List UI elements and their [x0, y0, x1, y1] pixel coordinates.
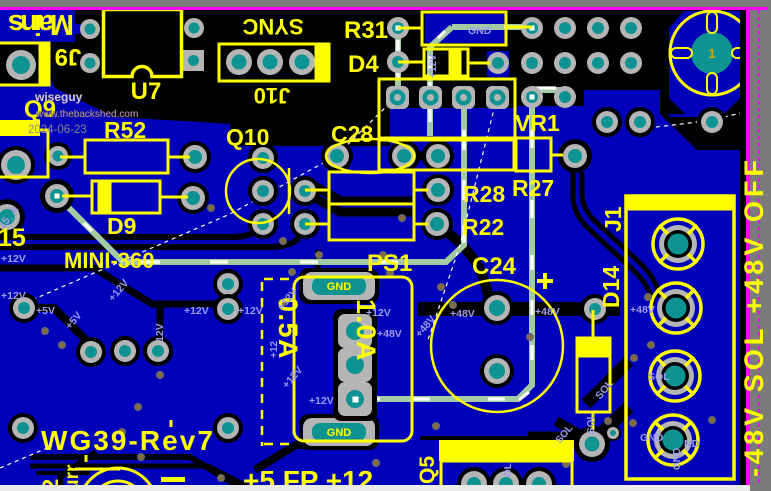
svg-text:SYNC: SYNC — [242, 14, 303, 39]
svg-text:+12V: +12V — [309, 395, 334, 407]
svg-text:+48V: +48V — [630, 304, 655, 316]
svg-text:J9: J9 — [55, 43, 82, 70]
svg-text:2024-06-23: 2024-06-23 — [28, 124, 87, 136]
svg-text:C24: C24 — [472, 253, 517, 280]
svg-text:+12: +12 — [269, 341, 280, 358]
svg-text:PS1: PS1 — [367, 250, 412, 277]
svg-text:R52: R52 — [104, 117, 146, 143]
svg-text:+48V: +48V — [535, 306, 560, 318]
svg-text:12V: 12V — [154, 323, 166, 342]
svg-text:J1: J1 — [600, 206, 626, 232]
svg-text:R22: R22 — [462, 214, 504, 240]
svg-text:J10: J10 — [254, 83, 291, 108]
svg-text:+48V: +48V — [450, 308, 475, 320]
svg-text:GND: GND — [327, 427, 352, 439]
svg-text:D4: D4 — [348, 51, 379, 78]
svg-text:+12V: +12V — [238, 305, 263, 317]
svg-text:D9: D9 — [107, 213, 136, 239]
svg-text:Q5: Q5 — [416, 456, 439, 484]
svg-text:MINI-360: MINI-360 — [64, 248, 154, 273]
svg-text:1.0A: 1.0A — [351, 299, 381, 362]
svg-text:-48V SOL +48V OFF: -48V SOL +48V OFF — [739, 160, 769, 477]
svg-text:+12V: +12V — [366, 307, 391, 319]
svg-text:R27: R27 — [512, 175, 554, 201]
svg-text:U7: U7 — [131, 78, 162, 105]
svg-text:GND: GND — [640, 432, 664, 444]
svg-text:R31: R31 — [344, 17, 388, 44]
svg-text:+48V: +48V — [377, 328, 402, 340]
svg-text:+12V: +12V — [1, 290, 26, 302]
svg-text:ND: ND — [684, 438, 700, 450]
svg-text:R28: R28 — [463, 181, 505, 207]
svg-text:+5V: +5V — [36, 305, 55, 317]
svg-text:GND: GND — [468, 25, 492, 37]
svg-text:+12V: +12V — [184, 305, 209, 317]
svg-text:+12V: +12V — [1, 253, 26, 265]
svg-text:C28: C28 — [331, 121, 373, 147]
svg-text:Mains: Mains — [8, 8, 74, 40]
svg-text:15: 15 — [0, 224, 26, 252]
svg-text:SOL: SOL — [586, 413, 597, 434]
svg-text:1: 1 — [708, 46, 715, 61]
svg-text:VR1: VR1 — [515, 110, 560, 136]
svg-text:GND: GND — [327, 281, 352, 293]
svg-text:wiseguy: wiseguy — [34, 90, 83, 104]
svg-text:D14: D14 — [598, 266, 624, 308]
svg-text:Q9: Q9 — [24, 96, 56, 123]
svg-text:0.5A: 0.5A — [273, 297, 303, 360]
svg-text:www.thebackshed.com: www.thebackshed.com — [35, 109, 138, 120]
svg-text:OL: OL — [503, 463, 514, 477]
svg-text:Q10: Q10 — [226, 124, 269, 150]
svg-text:SOL: SOL — [648, 371, 670, 383]
svg-text:urr: urr — [62, 464, 83, 491]
svg-text:+12V: +12V — [428, 54, 439, 78]
svg-text:GND: GND — [672, 448, 683, 470]
